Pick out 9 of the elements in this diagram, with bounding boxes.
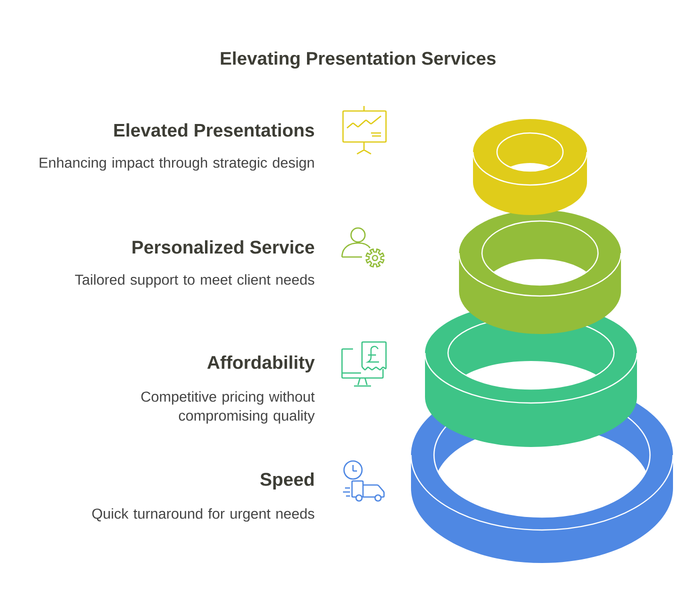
description: Competitive pricing without compromising quality [141, 391, 315, 424]
title: Elevating Presentation Services [220, 51, 496, 69]
description: Quick turnaround for urgent needs [92, 508, 314, 522]
heading: Speed [260, 472, 314, 490]
heading: Elevated Presentations [114, 123, 314, 137]
heading: Personalized Service [132, 240, 314, 254]
description: Enhancing impact through strategic design [40, 157, 314, 171]
description: Tailored support to meet client needs [75, 274, 314, 288]
heading: Affordability [207, 355, 315, 373]
